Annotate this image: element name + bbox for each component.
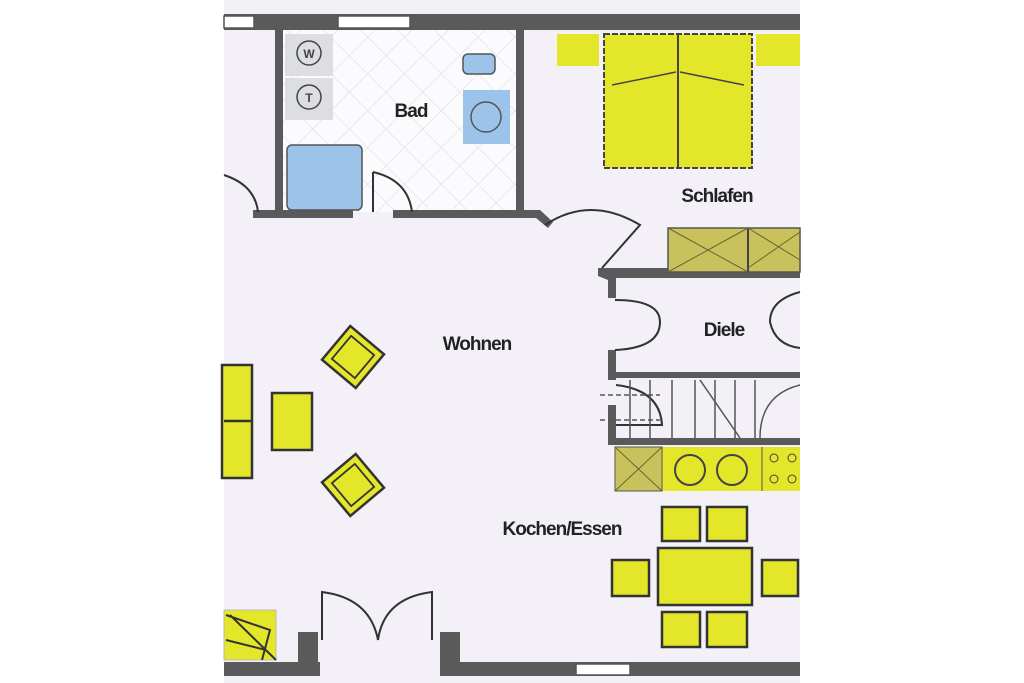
room-label-bad: Bad [395,101,428,122]
wardrobe [667,227,801,273]
chair [660,505,702,543]
chair [660,610,702,649]
chair [705,610,749,649]
nightstand-left [557,34,599,66]
toilet [462,53,496,75]
sink-basin-left [674,454,706,486]
window-bottom [575,663,631,676]
sink [463,90,510,144]
washer-symbol: W [303,47,315,61]
room-label-diele: Diele [704,320,745,341]
chair [705,505,749,543]
sink-basin-right [716,454,748,486]
dining-set [610,505,800,649]
window-top-bath [337,15,411,29]
dining-table [656,546,754,607]
kitchen-counter [614,446,800,492]
chair [610,558,651,598]
room-label-kochen-essen: Kochen/Essen [503,519,622,540]
room-label-wohnen: Wohnen [443,334,512,355]
window-top-left [223,15,255,29]
doors [223,171,801,641]
coffee-table [270,391,314,452]
bedroom-furniture [557,33,801,273]
armchair [320,452,386,518]
walls [223,14,800,676]
staircase [600,379,801,439]
living-furniture [220,324,386,661]
room-label-schlafen: Schlafen [681,186,753,207]
shower-tray [286,144,363,211]
dryer-symbol: T [305,91,313,105]
nightstand-right [756,34,800,66]
armchair [320,324,386,390]
chair [760,558,800,598]
bathroom-fixtures: W T [285,34,510,211]
